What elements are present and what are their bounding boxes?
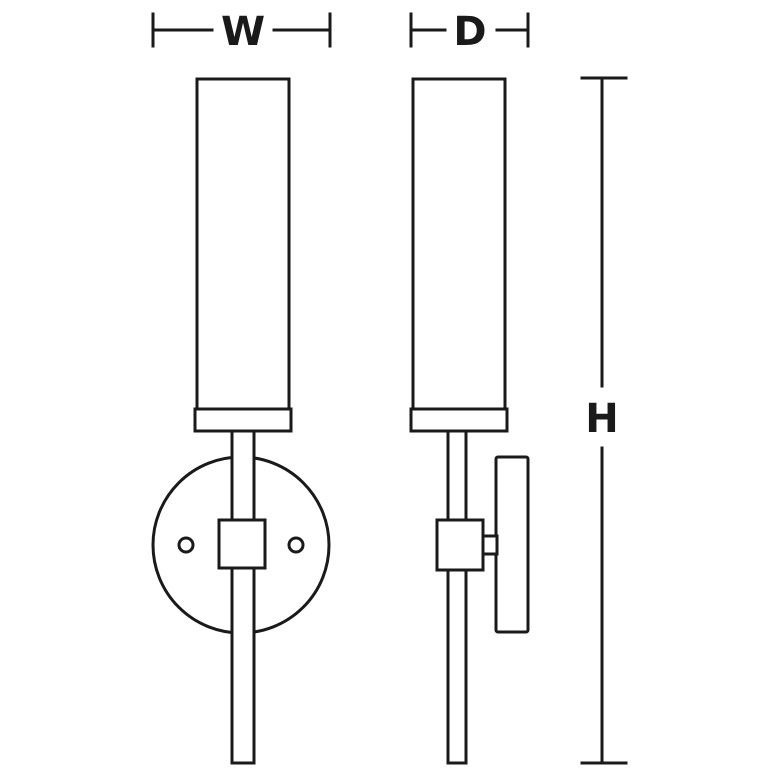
height-label: H [585,396,618,442]
height-dimension: H [580,76,628,765]
front-mount-screw-right [287,536,305,554]
depth-label: D [453,9,486,55]
front-view [151,77,331,765]
front-mount-screw-left [177,536,195,554]
side-center-block [435,518,485,572]
width-dimension: W [151,9,332,55]
front-shade-collar [193,407,293,433]
side-stem [446,428,468,765]
depth-dimension: D [409,9,530,55]
front-center-block [217,518,267,570]
side-shade-collar [409,407,509,433]
side-backplate [494,455,530,634]
side-glass-shade [411,77,507,411]
width-label: W [221,9,265,55]
side-arm-connector [481,534,499,556]
front-stem [230,428,256,765]
front-glass-shade [195,77,291,411]
side-view [409,77,530,765]
